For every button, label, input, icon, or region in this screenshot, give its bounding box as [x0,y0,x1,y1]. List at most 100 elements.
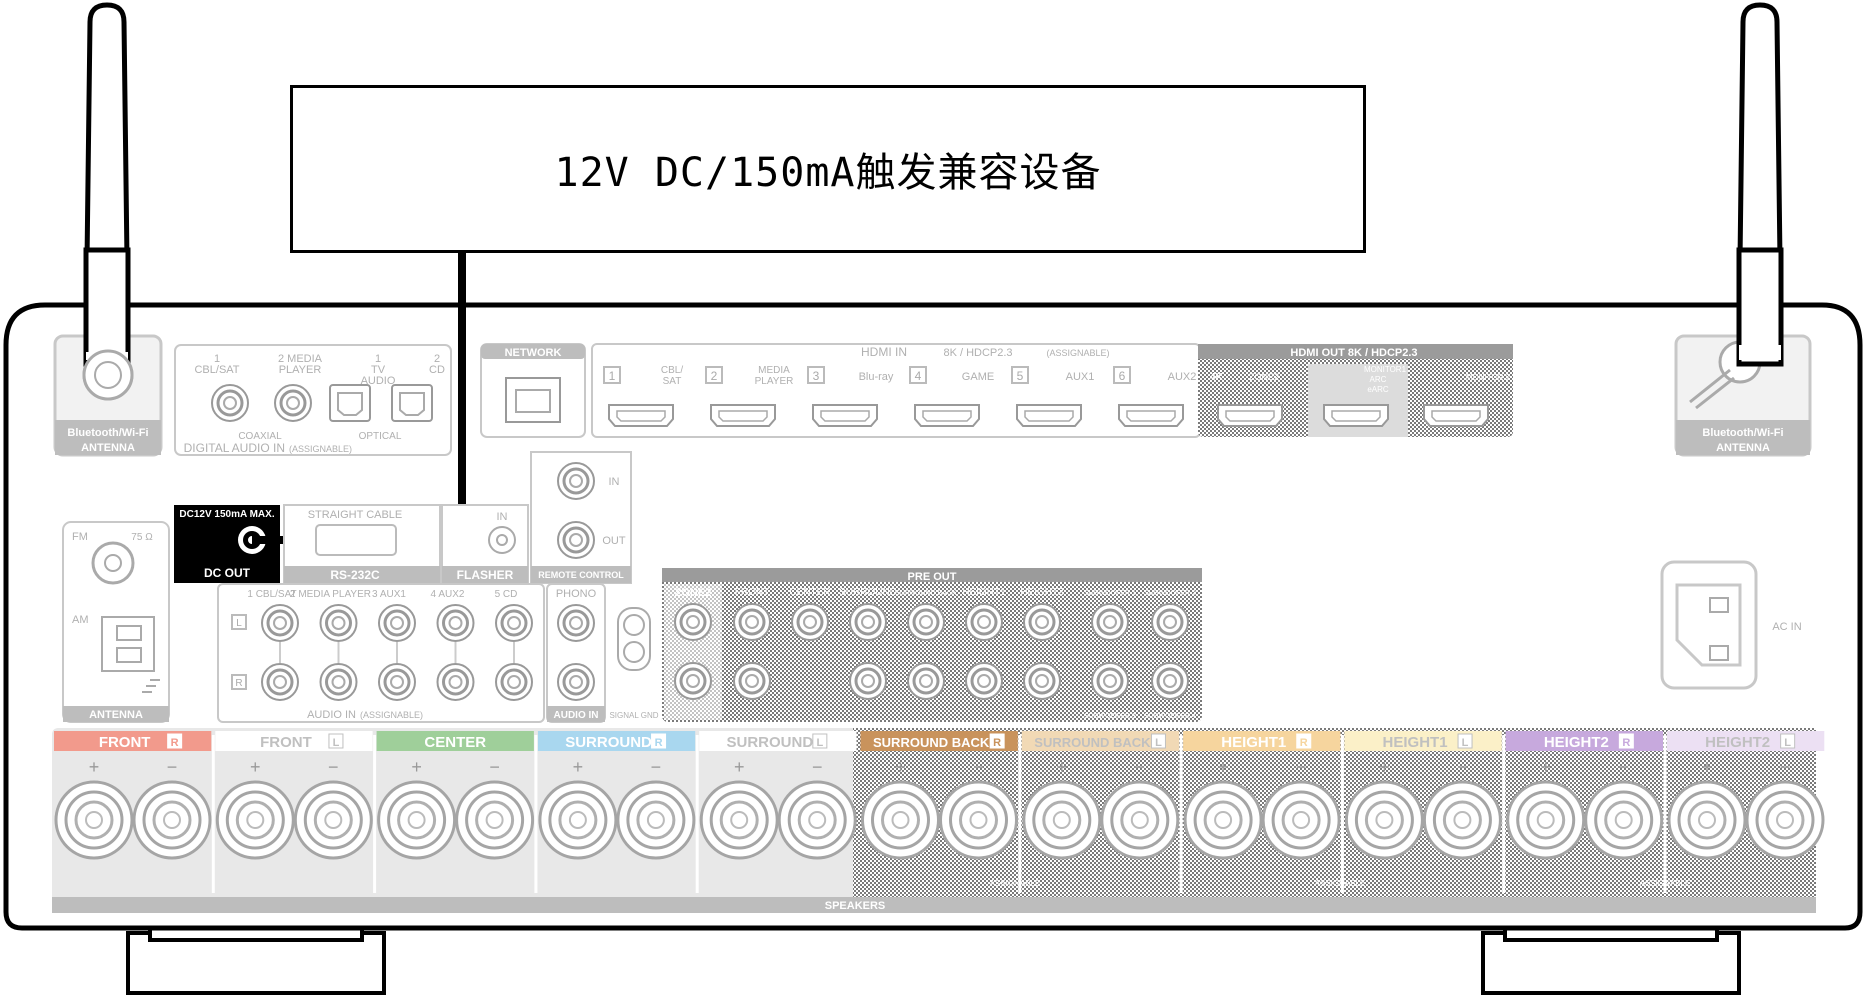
audio-in-jack-l[interactable] [494,603,534,643]
speaker-post-minus[interactable] [1261,780,1341,860]
speaker-post-plus[interactable] [1022,780,1102,860]
network-port[interactable]: NETWORK [480,343,586,438]
svg-text:PHONO: PHONO [556,588,597,600]
subwoofer-jack[interactable] [1090,602,1130,642]
remote-out-jack[interactable] [556,520,596,560]
optical-jack-1[interactable] [329,384,371,422]
zone2-jack-l[interactable] [673,602,713,642]
speaker-post-plus[interactable] [1344,780,1424,860]
speaker-post-plus[interactable] [377,780,457,860]
speaker-group-label: FRONT [99,734,151,751]
optical-jack-2[interactable] [391,384,433,422]
audio-in-jack-r[interactable] [436,662,475,702]
hdmi-in-name: SAT [663,376,682,387]
audio-in-jack-r[interactable] [377,662,417,702]
plus-mark: + [250,757,261,777]
coaxial-jack-2[interactable] [273,383,313,423]
speaker-post-plus[interactable] [538,780,618,860]
pre-out-jack[interactable] [1022,661,1062,701]
pre-out-jack[interactable] [732,661,772,701]
pre-out-jack[interactable] [790,602,830,642]
speaker-post-plus[interactable] [54,780,134,860]
speaker-side: L [816,737,823,749]
minus-mark: − [1618,757,1629,777]
speaker-post-plus[interactable] [1506,780,1586,860]
svg-text:SUBWOOFER 2: SUBWOOFER 2 [1144,590,1196,597]
speaker-post-minus[interactable] [1422,780,1502,860]
remote-in-jack[interactable] [556,461,596,501]
speaker-post-plus[interactable] [215,780,295,860]
speaker-post-minus[interactable] [1745,780,1825,860]
speaker-group: CENTER+− [376,731,538,893]
coaxial-jack-1[interactable] [210,383,250,423]
bt-antenna-left-line2: ANTENNA [81,442,135,454]
audio-in-jack-l[interactable] [436,603,475,643]
speaker-post-minus[interactable] [1584,780,1664,860]
svg-text:PRE OUT: PRE OUT [908,571,957,583]
am-antenna-terminal[interactable] [101,616,160,693]
audio-in-jack-l[interactable] [319,603,358,643]
speaker-post-minus[interactable] [616,780,696,860]
subwoofer-jack[interactable] [1150,661,1190,701]
minus-mark: − [328,757,339,777]
subwoofer-jack[interactable] [1150,602,1190,642]
svg-text:CD: CD [429,364,445,376]
speaker-post-minus[interactable] [1100,780,1180,860]
pre-out-jack[interactable] [848,602,888,642]
zone2-jack-r[interactable] [673,661,713,701]
speaker-post-minus[interactable] [777,780,857,860]
audio-in-jack-r[interactable] [319,662,358,702]
hdmi-in-num: 1 [609,369,616,383]
audio-in-jack-l[interactable] [377,603,417,643]
pre-out-jack[interactable] [906,602,946,642]
speaker-post-plus[interactable] [861,780,940,860]
speaker-post-minus[interactable] [939,780,1018,860]
speaker-post-minus[interactable] [132,780,212,860]
speakers-title: SPEAKERS [825,900,886,912]
pre-out-label: CENTER [789,587,830,598]
speaker-post-minus[interactable] [293,780,373,860]
audio-in-label: 5 CD [495,589,518,600]
pre-out-jack[interactable] [732,602,772,642]
flasher-port[interactable]: IN FLASHER [441,504,529,584]
svg-text:IN: IN [497,511,508,523]
dc-out-top-label: DC12V 150mA MAX. [179,509,274,520]
svg-text:CBL/SAT: CBL/SAT [194,364,239,376]
rs232c-port[interactable]: STRAIGHT CABLE RS-232C [283,504,441,584]
hdmi-out-zone2[interactable] [1217,404,1283,427]
audio-in-jack-l[interactable] [260,603,300,643]
hdmi-out-monitor2[interactable] [1423,404,1489,427]
dc-out-trigger[interactable]: DC12V 150mA MAX. DC OUT [174,505,280,583]
svg-text:ASSIGNABLE: ASSIGNABLE [1640,879,1691,888]
speaker-post-plus[interactable] [1667,780,1747,860]
speaker-post-plus[interactable] [1183,780,1263,860]
plus-mark: + [734,757,745,777]
speaker-post-plus[interactable] [699,780,779,860]
hdmi-out-monitor1[interactable] [1323,404,1389,427]
audio-in-jack-r[interactable] [260,662,300,702]
pre-out-jack[interactable] [848,661,888,701]
hdmi-in-name: PLAYER [755,376,794,387]
pre-out-jack[interactable] [964,661,1004,701]
phono-jack-r[interactable] [556,662,596,702]
pre-out-jack[interactable] [964,602,1004,642]
signal-gnd-terminal[interactable] [617,607,651,671]
audio-in-jack-r[interactable] [494,662,534,702]
phono-jack-l[interactable] [556,603,596,643]
ac-in-inlet[interactable]: AC IN [1660,560,1802,690]
svg-text:eARC: eARC [1367,385,1389,394]
callout-text: 12V DC/150mA触发兼容设备 [554,150,1102,196]
subwoofer-jack[interactable] [1090,661,1130,701]
speaker-post-minus[interactable] [455,780,535,860]
pre-out-jack[interactable] [906,661,946,701]
plus-mark: + [411,757,422,777]
pre-out-jack[interactable] [1022,602,1062,642]
